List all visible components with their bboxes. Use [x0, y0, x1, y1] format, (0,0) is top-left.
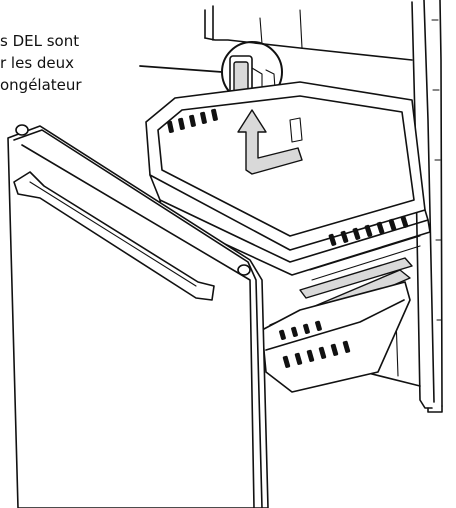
drawer-front — [7, 124, 269, 508]
led-callout-text: s DEL sont r les deux ongélateur — [0, 30, 150, 96]
cabinet-walls — [204, 0, 443, 413]
lower-basket-slots — [279, 320, 351, 368]
callout-line-3: ongélateur — [0, 76, 82, 94]
upper-basket-slots — [167, 108, 409, 246]
callout-line-1: s DEL sont — [0, 32, 80, 50]
callout-line-2: r les deux — [0, 54, 75, 72]
drawer-handle — [13, 171, 215, 301]
lift-arrow — [237, 109, 303, 175]
lower-basket — [261, 281, 411, 393]
upper-basket — [145, 81, 431, 276]
